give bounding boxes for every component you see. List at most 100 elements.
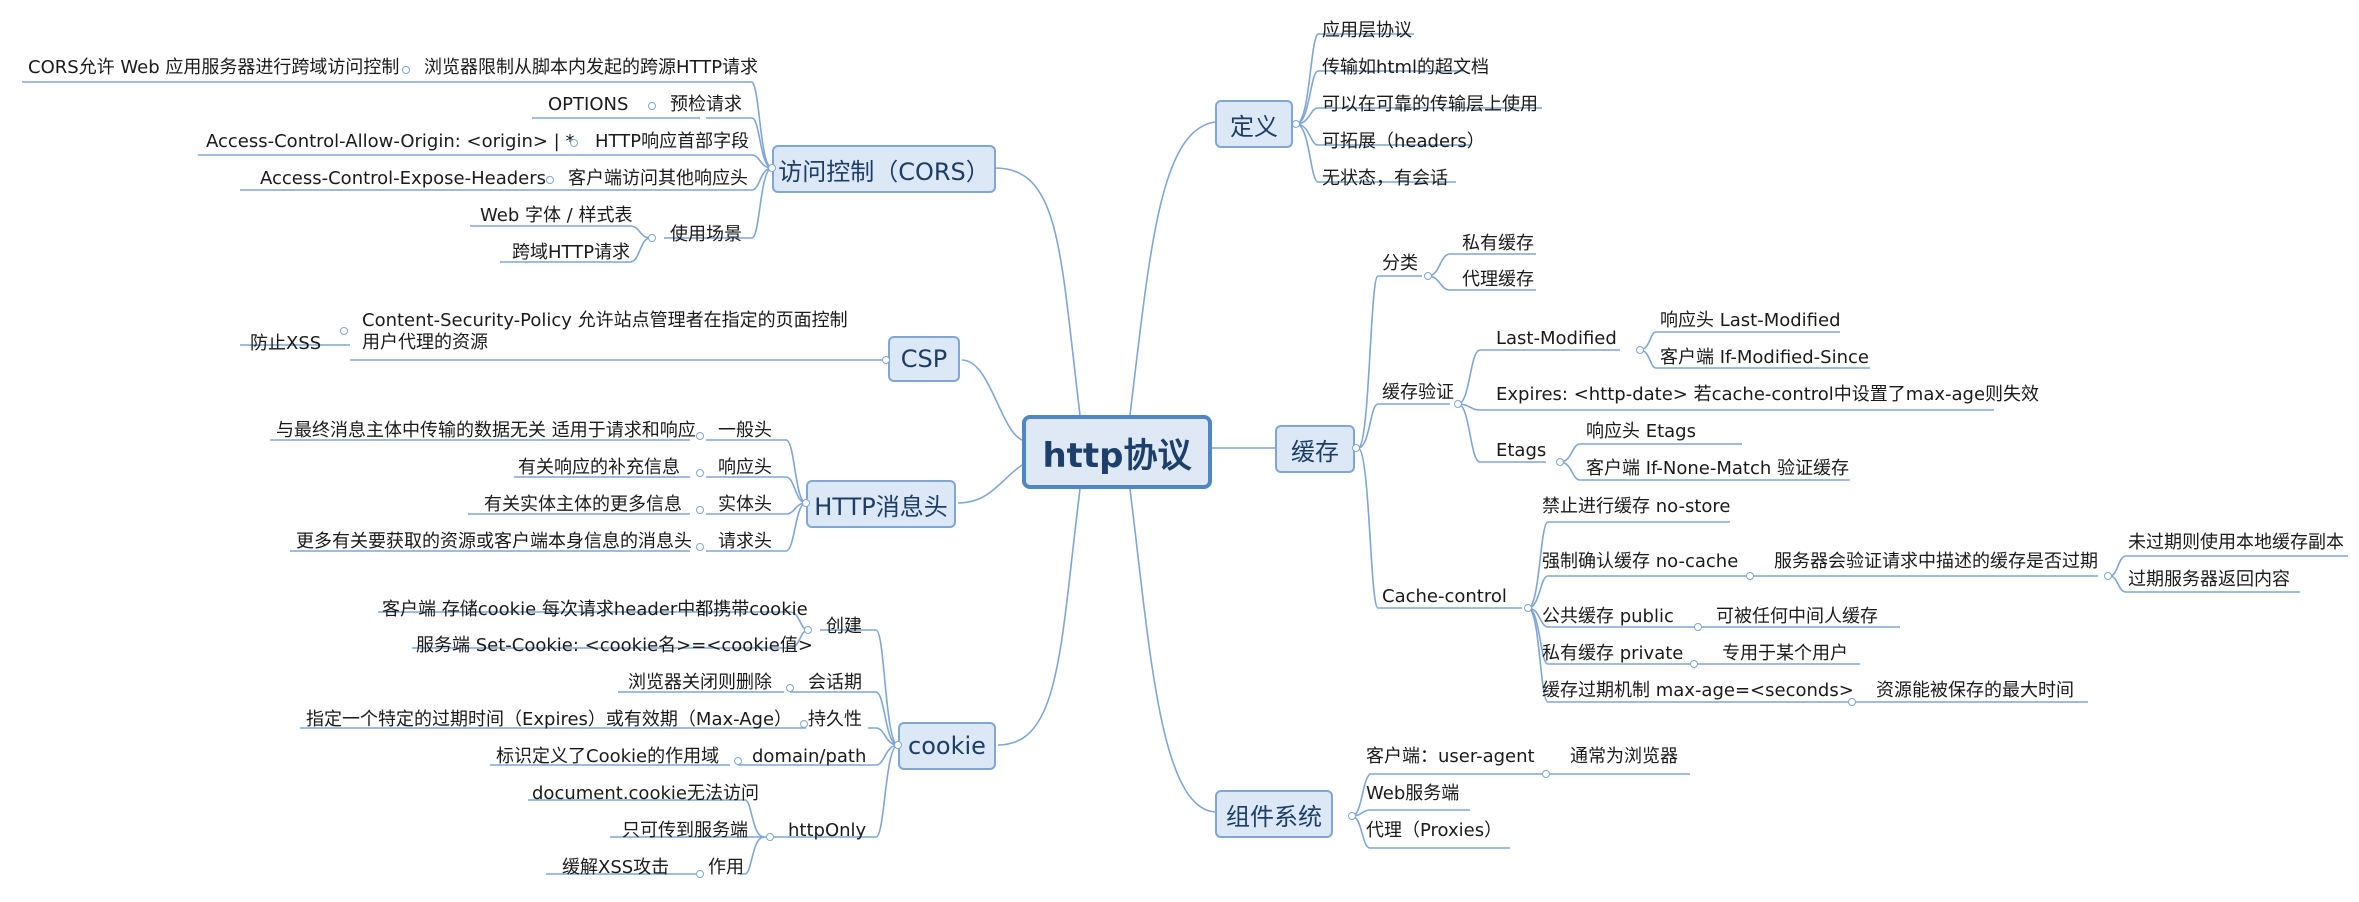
cookie-effect-detail: 缓解XSS攻击 <box>562 857 670 878</box>
def-item: 无状态，有会话 <box>1322 168 1448 189</box>
cors-preflight-detail: OPTIONS <box>548 94 629 115</box>
collapse-toggle-icon[interactable] <box>734 757 742 765</box>
cookie-session: 会话期 <box>808 672 862 693</box>
cc-public-detail: 可被任何中间人缓存 <box>1716 606 1878 627</box>
header-type-detail: 有关响应的补充信息 <box>518 457 680 478</box>
cc-max-age-detail: 资源能被保存的最大时间 <box>1876 680 2074 701</box>
branch-http-headers[interactable]: HTTP消息头 <box>806 480 956 528</box>
cookie-httponly: httpOnly <box>788 820 867 841</box>
collapse-toggle-icon[interactable] <box>570 139 578 147</box>
collapse-toggle-icon[interactable] <box>1424 272 1432 280</box>
csp-detail: Content-Security-Policy 允许站点管理者在指定的页面控制用… <box>362 310 848 353</box>
header-type: 一般头 <box>718 420 772 441</box>
collapse-toggle-icon[interactable] <box>696 506 704 514</box>
collapse-toggle-icon[interactable] <box>1352 444 1360 452</box>
cors-response-headers-detail: Access-Control-Allow-Origin: <origin> | … <box>206 131 575 152</box>
collapse-toggle-icon[interactable] <box>696 870 704 878</box>
comp-item: 代理（Proxies） <box>1366 820 1503 841</box>
collapse-toggle-icon[interactable] <box>648 102 656 110</box>
branch-definition[interactable]: 定义 <box>1215 100 1293 148</box>
cc-no-cache: 强制确认缓存 no-cache <box>1542 551 1739 572</box>
cache-category-item: 私有缓存 <box>1462 233 1534 254</box>
header-type-detail: 有关实体主体的更多信息 <box>484 494 682 515</box>
collapse-toggle-icon[interactable] <box>402 66 410 74</box>
cors-use-cases: 使用场景 <box>670 224 742 245</box>
collapse-toggle-icon[interactable] <box>696 469 704 477</box>
cookie-httponly-item: 只可传到服务端 <box>622 820 748 841</box>
header-type-detail: 与最终消息主体中传输的数据无关 适用于请求和响应 <box>276 420 696 441</box>
cc-private: 私有缓存 private <box>1542 643 1684 664</box>
cookie-httponly-item: document.cookie无法访问 <box>532 783 759 804</box>
collapse-toggle-icon[interactable] <box>1636 346 1644 354</box>
collapse-toggle-icon[interactable] <box>1690 660 1698 668</box>
cookie-create: 创建 <box>826 616 862 637</box>
collapse-toggle-icon[interactable] <box>648 234 656 242</box>
collapse-toggle-icon[interactable] <box>546 176 554 184</box>
comp-user-agent-detail: 通常为浏览器 <box>1570 746 1678 767</box>
branch-cookie[interactable]: cookie <box>898 722 996 770</box>
header-type: 请求头 <box>718 531 772 552</box>
collapse-toggle-icon[interactable] <box>768 164 776 172</box>
collapse-toggle-icon[interactable] <box>696 543 704 551</box>
cookie-persistent-detail: 指定一个特定的过期时间（Expires）或有效期（Max-Age） <box>306 709 793 730</box>
collapse-toggle-icon[interactable] <box>1556 458 1564 466</box>
cookie-persistent: 持久性 <box>808 709 862 730</box>
def-item: 传输如html的超文档 <box>1322 57 1490 78</box>
collapse-toggle-icon[interactable] <box>1348 812 1356 820</box>
cors-expose-detail: Access-Control-Expose-Headers <box>260 168 547 189</box>
collapse-toggle-icon[interactable] <box>804 626 812 634</box>
cache-category-item: 代理缓存 <box>1462 269 1534 290</box>
cors-response-headers: HTTP响应首部字段 <box>595 131 750 152</box>
cookie-create-item: 客户端 存储cookie 每次请求header中都携带cookie <box>382 599 808 620</box>
cors-browser-detail: CORS允许 Web 应用服务器进行跨域访问控制 <box>28 57 400 78</box>
cookie-session-detail: 浏览器关闭则删除 <box>628 672 772 693</box>
header-type-detail: 更多有关要获取的资源或客户端本身信息的消息头 <box>296 531 692 552</box>
last-modified-item: 响应头 Last-Modified <box>1660 310 1841 331</box>
collapse-toggle-icon[interactable] <box>802 499 810 507</box>
collapse-toggle-icon[interactable] <box>340 327 348 335</box>
collapse-toggle-icon[interactable] <box>696 432 704 440</box>
cc-no-cache-item: 过期服务器返回内容 <box>2128 569 2290 590</box>
cache-verify: 缓存验证 <box>1382 382 1454 403</box>
cc-no-cache-item: 未过期则使用本地缓存副本 <box>2128 532 2344 553</box>
etags: Etags <box>1496 440 1547 461</box>
collapse-toggle-icon[interactable] <box>1454 400 1462 408</box>
def-item: 应用层协议 <box>1322 20 1412 41</box>
cache-control: Cache-control <box>1382 586 1507 607</box>
cors-use-case-item: Web 字体 / 样式表 <box>480 205 633 226</box>
branch-components[interactable]: 组件系统 <box>1215 790 1333 838</box>
collapse-toggle-icon[interactable] <box>786 684 794 692</box>
header-type: 实体头 <box>718 494 772 515</box>
cc-no-store: 禁止进行缓存 no-store <box>1542 496 1731 517</box>
collapse-toggle-icon[interactable] <box>2104 572 2112 580</box>
cache-category: 分类 <box>1382 253 1418 274</box>
cors-browser: 浏览器限制从脚本内发起的跨源HTTP请求 <box>424 57 759 78</box>
root-node[interactable]: http协议 <box>1022 415 1212 489</box>
header-type: 响应头 <box>718 457 772 478</box>
cors-expose: 客户端访问其他响应头 <box>568 168 748 189</box>
cookie-effect: 作用 <box>708 857 744 878</box>
branch-cache[interactable]: 缓存 <box>1275 425 1355 473</box>
cc-max-age: 缓存过期机制 max-age=<seconds> <box>1542 680 1854 701</box>
collapse-toggle-icon[interactable] <box>1292 120 1300 128</box>
collapse-toggle-icon[interactable] <box>1746 572 1754 580</box>
cookie-domain-path: domain/path <box>752 746 867 767</box>
collapse-toggle-icon[interactable] <box>766 833 774 841</box>
cookie-domain-path-detail: 标识定义了Cookie的作用域 <box>496 746 720 767</box>
branch-cors[interactable]: 访问控制（CORS） <box>772 145 996 193</box>
cc-public: 公共缓存 public <box>1542 606 1674 627</box>
collapse-toggle-icon[interactable] <box>1694 623 1702 631</box>
collapse-toggle-icon[interactable] <box>1542 770 1550 778</box>
collapse-toggle-icon[interactable] <box>800 720 808 728</box>
comp-user-agent: 客户端：user-agent <box>1366 746 1535 767</box>
collapse-toggle-icon[interactable] <box>882 356 890 364</box>
collapse-toggle-icon[interactable] <box>894 741 902 749</box>
collapse-toggle-icon[interactable] <box>1848 698 1856 706</box>
branch-csp[interactable]: CSP <box>888 336 960 382</box>
etags-item: 客户端 If-None-Match 验证缓存 <box>1586 458 1849 479</box>
last-modified-item: 客户端 If-Modified-Since <box>1660 347 1869 368</box>
etags-item: 响应头 Etags <box>1586 421 1696 442</box>
def-item: 可以在可靠的传输层上使用 <box>1322 94 1538 115</box>
collapse-toggle-icon[interactable] <box>1524 604 1532 612</box>
cookie-create-item: 服务端 Set-Cookie: <cookie名>=<cookie值> <box>416 635 813 656</box>
